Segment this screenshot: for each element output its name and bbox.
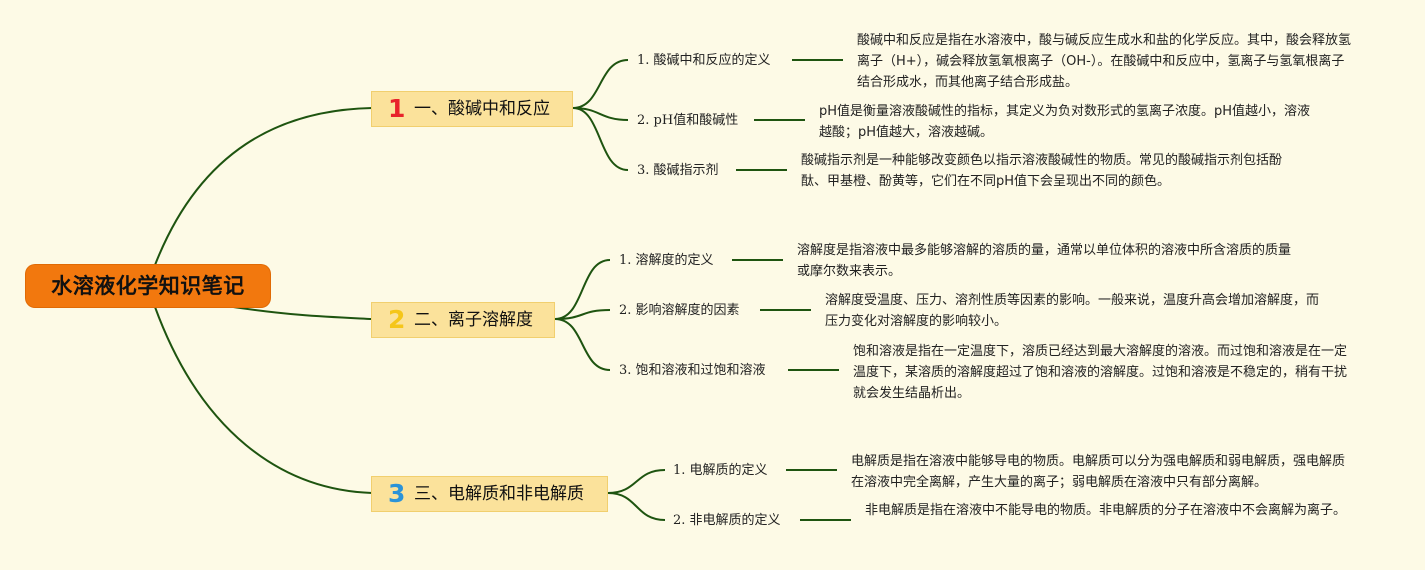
- branch-number-1: 1: [388, 94, 406, 123]
- topic-1-2[interactable]: 2. pH值和酸碱性: [637, 113, 739, 128]
- link-b2-t3: [554, 318, 611, 371]
- topic-3-2[interactable]: 2. 非电解质的定义: [673, 513, 781, 528]
- link-b1-t1: [572, 59, 629, 109]
- branch-label-2: 二、离子溶解度: [414, 310, 533, 330]
- topic-3-1[interactable]: 1. 电解质的定义: [673, 463, 768, 478]
- topic-1-3[interactable]: 3. 酸碱指示剂: [637, 163, 719, 178]
- link-b3-t2: [607, 492, 666, 521]
- root-title: 水溶液化学知识笔记: [51, 274, 245, 298]
- link-b3-t1: [607, 469, 666, 494]
- branch-node-3[interactable]: 3 三、电解质和非电解质: [371, 476, 608, 512]
- link-b1-t3: [572, 107, 629, 171]
- topic-2-1[interactable]: 1. 溶解度的定义: [619, 253, 714, 268]
- desc-1-3: 酸碱指示剂是一种能够改变颜色以指示溶液酸碱性的物质。常见的酸碱指示剂包括酚酞、甲…: [801, 153, 1283, 189]
- topic-2-2[interactable]: 2. 影响溶解度的因素: [619, 303, 740, 318]
- link-root-branch-1: [154, 107, 373, 266]
- link-b2-t1: [554, 259, 611, 320]
- desc-2-3: 饱和溶液是指在一定温度下，溶质已经达到最大溶解度的溶液。而过饱和溶液是在一定温度…: [853, 344, 1348, 401]
- link-root-branch-3: [154, 306, 373, 494]
- branch-number-3: 3: [388, 479, 406, 508]
- topic-1-1[interactable]: 1. 酸碱中和反应的定义: [637, 53, 771, 68]
- root-node[interactable]: 水溶液化学知识笔记: [26, 265, 270, 307]
- branch-label-3: 三、电解质和非电解质: [414, 484, 584, 504]
- desc-3-2: 非电解质是指在溶液中不能导电的物质。非电解质的分子在溶液中不会离解为离子。: [865, 503, 1347, 518]
- topic-2-3[interactable]: 3. 饱和溶液和过饱和溶液: [619, 363, 766, 378]
- branch-node-1[interactable]: 1 一、酸碱中和反应: [371, 91, 573, 127]
- desc-1-1: 酸碱中和反应是指在水溶液中，酸与碱反应生成水和盐的化学反应。其中，酸会释放氢离子…: [857, 33, 1352, 90]
- desc-3-1: 电解质是指在溶液中能够导电的物质。电解质可以分为强电解质和弱电解质，强电解质在溶…: [851, 454, 1346, 490]
- desc-2-2: 溶解度受温度、压力、溶剂性质等因素的影响。一般来说，温度升高会增加溶解度，而压力…: [825, 293, 1320, 329]
- link-b2-t2: [554, 309, 611, 320]
- desc-2-1: 溶解度是指溶液中最多能够溶解的溶质的量，通常以单位体积的溶液中所含溶质的质量或摩…: [797, 243, 1292, 279]
- branch-label-1: 一、酸碱中和反应: [414, 99, 550, 119]
- branch-number-2: 2: [388, 305, 406, 334]
- desc-1-2: pH值是衡量溶液酸碱性的指标，其定义为负对数形式的氢离子浓度。pH值越小，溶液越…: [819, 104, 1311, 140]
- link-root-branch-2: [219, 304, 373, 320]
- branch-node-2[interactable]: 2 二、离子溶解度: [371, 302, 555, 338]
